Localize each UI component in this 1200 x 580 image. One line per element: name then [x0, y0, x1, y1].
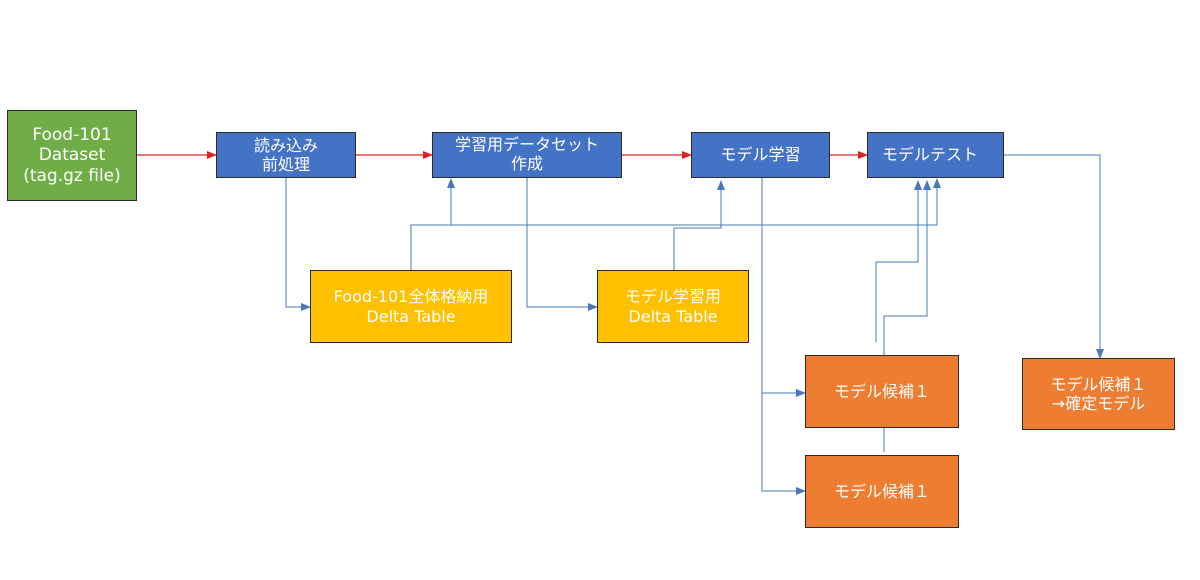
node-label-line: Dataset	[38, 145, 106, 166]
arrow-training-to-candidate-2	[761, 393, 806, 495]
node-label-line: モデル候補１	[833, 381, 930, 401]
node-label-line: 前処理	[261, 155, 310, 174]
arrow-training-table-to-training	[673, 180, 725, 270]
training-delta-table-node: モデル学習用 Delta Table	[597, 270, 749, 343]
arrow-candidate-1-to-test-a	[875, 180, 922, 342]
node-label-line: モデル学習	[720, 145, 801, 165]
training-dataset-creation-node: 学習用データセット 作成	[432, 132, 622, 178]
model-training-node: モデル学習	[691, 132, 830, 178]
node-label-line: (tag.gz file)	[23, 165, 121, 186]
food101-delta-table-node: Food-101全体格納用 Delta Table	[310, 270, 512, 343]
node-label-line: モデル候補１	[833, 481, 930, 501]
node-label-line: モデルテスト	[882, 145, 979, 165]
arrow-read-to-food101-table	[285, 178, 311, 311]
arrow-food101-table-to-test	[451, 178, 941, 226]
read-preprocess-node: 読み込み 前処理	[216, 132, 356, 178]
arrow-food101-table-to-dataset-creation	[410, 178, 455, 270]
arrow-training-to-candidate-1	[761, 178, 806, 397]
node-label-line: Food-101全体格納用	[333, 287, 489, 307]
arrow-dataset-creation-to-training-table	[526, 178, 598, 311]
node-label-line: Delta Table	[628, 306, 718, 326]
model-candidate-1-node: モデル候補１	[805, 355, 959, 428]
node-label-line: 学習用データセット	[454, 135, 599, 154]
model-test-node: モデルテスト	[867, 132, 1004, 178]
node-label-line: 読み込み	[253, 135, 318, 155]
node-label-line: モデル候補１	[1050, 374, 1147, 394]
arrow-candidate-1-to-test-b	[883, 180, 931, 355]
final-model-node: モデル候補１ →確定モデル	[1022, 358, 1175, 430]
arrow-test-to-final-model	[1004, 154, 1104, 359]
node-label-line: →確定モデル	[1051, 394, 1146, 413]
node-label-line: Delta Table	[366, 306, 456, 326]
data-flow-arrows	[285, 154, 1104, 495]
food101-dataset-node: Food-101 Dataset (tag.gz file)	[7, 110, 137, 201]
node-label-line: モデル学習用	[624, 287, 721, 307]
node-label-line: Food-101	[32, 124, 112, 145]
model-candidate-2-node: モデル候補１	[805, 455, 959, 528]
node-label-line: 作成	[510, 154, 543, 174]
